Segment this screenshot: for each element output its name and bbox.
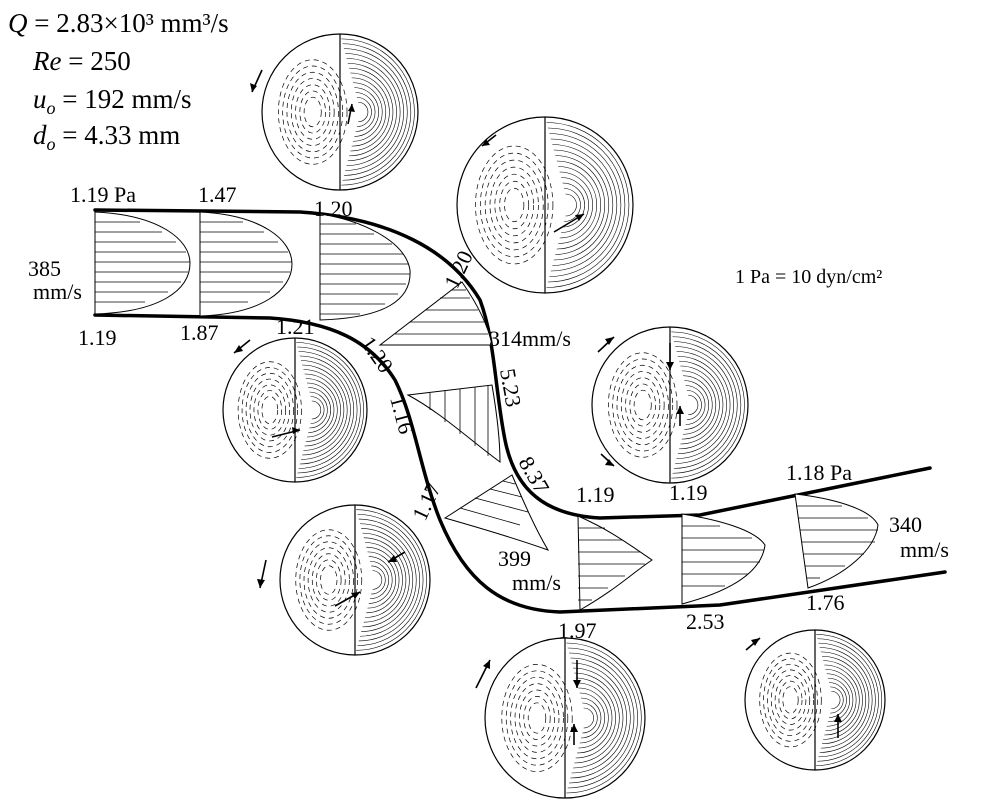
velocity-inlet-unit: mm/s [33, 279, 82, 304]
velocity-profile-8 [681, 513, 766, 605]
velocity-profile-5 [406, 384, 501, 463]
cross-sections [222, 33, 886, 799]
wss-outlet-bottom-2: 2.53 [686, 609, 725, 634]
velocity-profile-4 [378, 281, 493, 346]
wss-outlet-top-3: 1.18 Pa [786, 460, 852, 485]
velocity-profile-3 [319, 213, 411, 321]
vessel-wall-lower [93, 313, 947, 614]
velocity-profile-2 [199, 211, 293, 317]
wss-outlet-bottom-1: 1.97 [558, 618, 597, 643]
cross-section-5 [279, 504, 431, 656]
velocity-lower-value: 399 [498, 546, 531, 571]
wss-curve-4: 1.16 [385, 393, 419, 437]
velocity-mid-value: 314mm/s [489, 326, 571, 351]
wss-outlet-top-1: 1.19 [576, 482, 615, 507]
cross-section-2 [456, 116, 634, 294]
velocity-profile-6 [443, 474, 550, 551]
diameter-parameter: do = 4.33 mm [33, 120, 180, 154]
flow-rate-parameter: Q = 2.83×10³ mm³/s [8, 8, 229, 38]
wss-inlet-top: 1.19 Pa [70, 182, 136, 207]
reynolds-number-parameter: Re = 250 [32, 46, 131, 76]
cross-section-3 [222, 337, 368, 483]
wall-shear-stress-labels: 1.19 Pa 1.19 1.47 1.20 1.87 1.21 1.20 1.… [70, 182, 852, 643]
velocity-outlet-value: 340 [889, 512, 922, 537]
mean-velocity-parameter: uo = 192 mm/s [33, 84, 192, 118]
wss-inlet-bottom: 1.19 [78, 325, 117, 350]
wss-bottom-1: 1.87 [180, 320, 219, 345]
vessel-wall-upper [93, 208, 932, 520]
secondary-flow-arrows [233, 69, 842, 745]
velocity-outlet-unit: mm/s [900, 537, 949, 562]
velocity-inlet-value: 385 [28, 256, 61, 281]
velocity-labels: 385 mm/s 314mm/s 399 mm/s 340 mm/s [28, 256, 949, 595]
cross-section-4 [591, 326, 749, 484]
wss-top-2: 1.20 [314, 196, 353, 221]
wss-outlet-bottom-3: 1.76 [806, 590, 845, 615]
wss-outlet-top-2: 1.19 [669, 480, 708, 505]
velocity-profile-9 [794, 493, 879, 589]
cross-section-7 [744, 629, 886, 771]
velocity-lower-unit: mm/s [512, 570, 561, 595]
velocity-profile-7 [577, 515, 653, 611]
cross-section-1 [261, 33, 419, 191]
wss-curve-5: 8.37 [514, 452, 555, 498]
unit-conversion-note: 1 Pa = 10 dyn/cm² [735, 266, 882, 288]
velocity-profile-1 [94, 211, 191, 315]
wss-top-1: 1.47 [198, 182, 237, 207]
flow-parameters: Q = 2.83×10³ mm³/s Re = 250 uo = 192 mm/… [8, 8, 229, 154]
wss-bottom-2: 1.21 [276, 314, 315, 339]
cross-section-6 [484, 637, 646, 799]
